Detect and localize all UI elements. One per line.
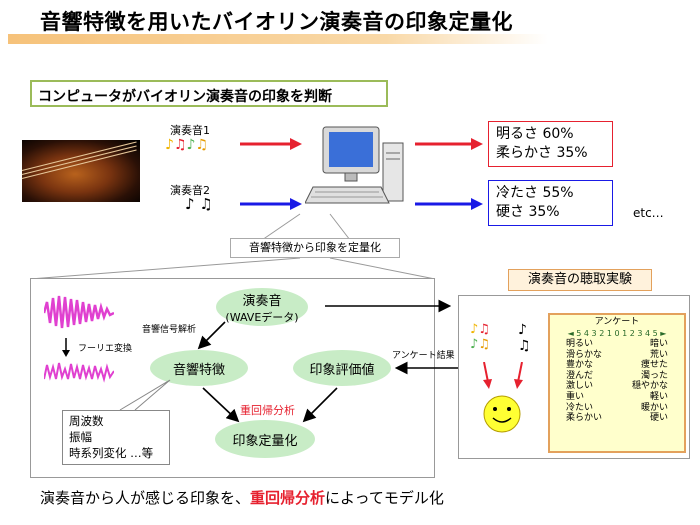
computer-icon xyxy=(305,126,404,204)
waveform-icon xyxy=(44,295,114,329)
title-underline xyxy=(8,34,548,44)
music-notes-black-icon: ♪♫ xyxy=(518,322,531,354)
result-2-hardness: 硬さ 35% xyxy=(496,204,560,220)
feature-time-series: 時系列変化 …等 xyxy=(69,446,154,460)
survey-row: 激しい穏やかな xyxy=(566,381,668,392)
survey-scale: ◄ 5 4 3 2 1 0 1 2 3 4 5 ► xyxy=(567,329,667,338)
music-notes-color-icon: ♪♫♪♫ xyxy=(470,322,490,352)
blue-arrow-icon xyxy=(240,198,302,210)
quantification-node: 印象定量化 xyxy=(215,420,315,458)
survey-row: 明るい暗い xyxy=(566,339,668,349)
subtitle: コンピュータがバイオリン演奏音の印象を判断 xyxy=(30,80,388,107)
red-arrow-icon xyxy=(240,138,302,150)
performance-1-label: 演奏音1 xyxy=(170,124,210,137)
smiley-face-icon xyxy=(483,395,521,433)
fourier-label: フーリエ変換 xyxy=(78,344,133,354)
quantify-callout-label: 音響特徴から印象を定量化 xyxy=(230,238,400,258)
survey-sheet: アンケート ◄ 5 4 3 2 1 0 1 2 3 4 5 ► 明るい暗い 滑ら… xyxy=(548,313,686,453)
page-title: 音響特徴を用いたバイオリン演奏音の印象定量化 xyxy=(40,10,513,34)
regression-label: 重回帰分析 xyxy=(240,404,295,417)
features-list-box: 周波数 振幅 時系列変化 …等 xyxy=(62,410,170,465)
survey-row: 滑らかな荒い xyxy=(566,349,668,360)
survey-row: 澄んだ濁った xyxy=(566,370,668,381)
signal-analysis-label: 音響信号解析 xyxy=(142,325,197,335)
survey-row: 柔らかい硬い xyxy=(566,413,668,424)
experiment-title: 演奏音の聴取実験 xyxy=(508,269,652,291)
performance-2-label: 演奏音2 xyxy=(170,184,210,197)
footer-summary: 演奏音から人が感じる印象を、重回帰分析によってモデル化 xyxy=(40,489,444,507)
acoustic-feature-node: 音響特徴 xyxy=(150,350,248,386)
etc-label: etc… xyxy=(633,206,664,220)
music-notes-color-icon: ♪♫♪♫ xyxy=(165,137,208,153)
survey-row: 冷たい暖かい xyxy=(566,402,668,413)
violin-photo xyxy=(21,140,140,202)
feature-amplitude: 振幅 xyxy=(69,430,92,444)
survey-title: アンケート xyxy=(594,317,640,327)
feature-frequency: 周波数 xyxy=(69,414,104,428)
result-box-1: 明るさ 60% 柔らかさ 35% xyxy=(488,121,613,167)
result-1-softness: 柔らかさ 35% xyxy=(496,145,588,161)
result-1-brightness: 明るさ 60% xyxy=(496,126,574,142)
result-2-coldness: 冷たさ 55% xyxy=(496,185,574,201)
spectrum-icon xyxy=(44,362,114,383)
wave-data-node: 演奏音 (WAVEデータ) xyxy=(216,288,308,326)
result-box-2: 冷たさ 55% 硬さ 35% xyxy=(488,180,613,226)
red-down-arrows-icon xyxy=(483,362,523,389)
red-arrow-icon xyxy=(415,138,483,150)
survey-row: 重い軽い xyxy=(566,391,668,402)
music-notes-black-icon: ♪ ♫ xyxy=(185,195,213,213)
evaluation-node: 印象評価値 xyxy=(293,350,391,386)
down-arrow-icon xyxy=(62,338,70,357)
blue-arrow-icon xyxy=(415,198,483,210)
survey-row: 豊かな痩せた xyxy=(566,360,668,371)
survey-result-label: アンケート結果 xyxy=(392,351,455,361)
